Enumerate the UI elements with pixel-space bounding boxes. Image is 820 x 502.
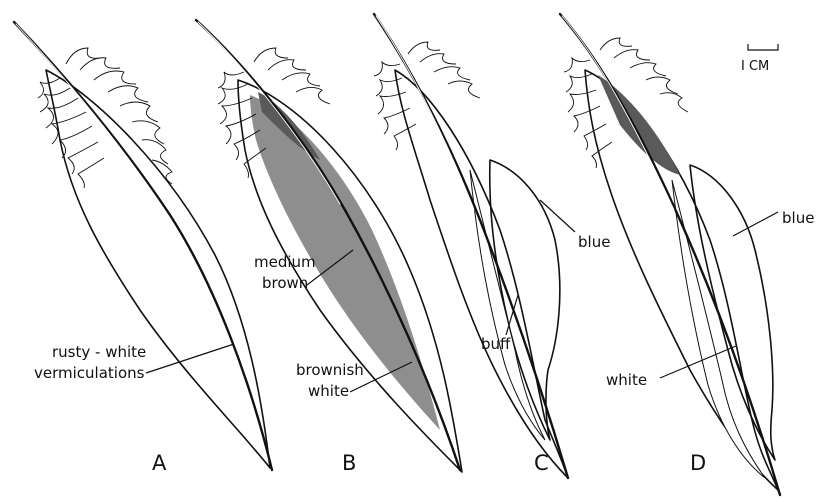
leader-d-blue	[733, 212, 778, 236]
feather-d	[560, 14, 780, 495]
leader-d-white	[660, 346, 736, 378]
panel-letter-d: D	[690, 451, 706, 475]
panel-letter-a: A	[152, 451, 167, 475]
feather-c	[374, 14, 568, 478]
feather-d-dark-zone	[598, 75, 680, 175]
leader-a	[146, 344, 234, 373]
feather-c-white-strip	[470, 170, 545, 440]
scale-bar-label: I CM	[741, 59, 769, 74]
label-white-d: white	[606, 371, 647, 389]
feather-c-afterfeather	[374, 42, 480, 150]
feather-c-vane-outer	[395, 70, 568, 478]
leader-c-blue	[540, 200, 575, 232]
label-buff: buff	[481, 335, 511, 353]
feather-d-white-strip	[672, 180, 765, 478]
label-blue-d: blue	[782, 209, 814, 227]
label-blue-c: blue	[578, 233, 610, 251]
label-vermiculations: vermiculations	[34, 364, 145, 382]
scale-bar: I CM	[741, 44, 778, 74]
label-rusty-white: rusty - white	[52, 343, 146, 361]
label-medium: medium	[254, 253, 316, 271]
panel-letter-c: C	[534, 451, 549, 475]
panel-letter-b: B	[342, 451, 356, 475]
label-white-b: white	[308, 382, 349, 400]
feather-b	[196, 20, 462, 472]
label-brownish: brownish	[296, 361, 364, 379]
feather-d-vane-outer	[585, 70, 778, 490]
label-brown: brown	[262, 274, 308, 292]
